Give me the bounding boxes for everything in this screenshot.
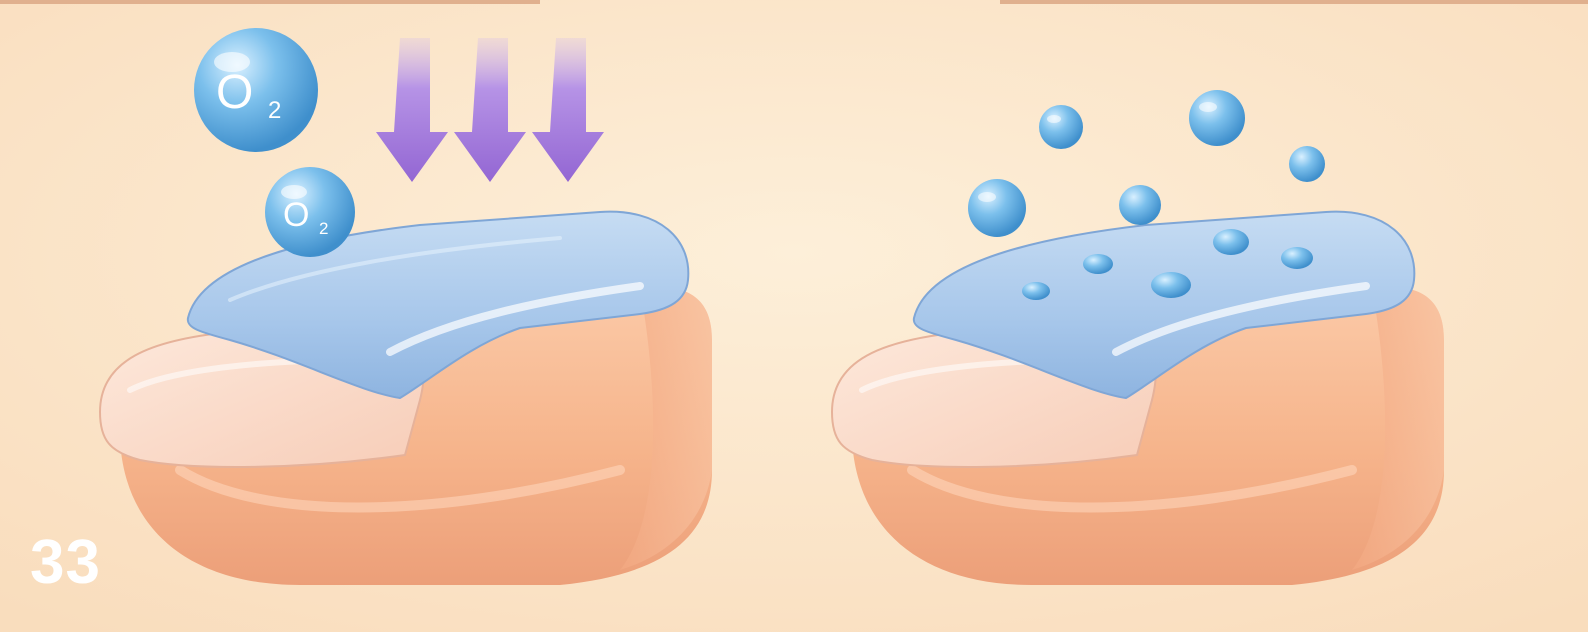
uv-arrows <box>376 38 604 182</box>
top-strip-left <box>0 0 540 4</box>
o2-subscript: 2 <box>319 219 328 238</box>
o2-symbol: O <box>283 196 309 234</box>
bubble <box>1039 105 1083 149</box>
bubble <box>1083 254 1113 274</box>
bubble <box>1281 247 1313 269</box>
bubble <box>1022 282 1050 300</box>
bubble <box>1119 185 1161 225</box>
o2-subscript: 2 <box>268 97 281 124</box>
bubble <box>1213 229 1249 255</box>
oxygen-molecule-small: O 2 <box>265 167 355 257</box>
o2-symbol: O <box>216 66 253 119</box>
bubble <box>968 179 1026 237</box>
page-number: 33 <box>30 532 101 594</box>
bubble <box>1189 90 1245 146</box>
oxygen-molecule-large: O 2 <box>194 28 318 152</box>
top-strip-right <box>1000 0 1588 4</box>
bubble <box>1289 146 1325 182</box>
bubble <box>1151 272 1191 298</box>
